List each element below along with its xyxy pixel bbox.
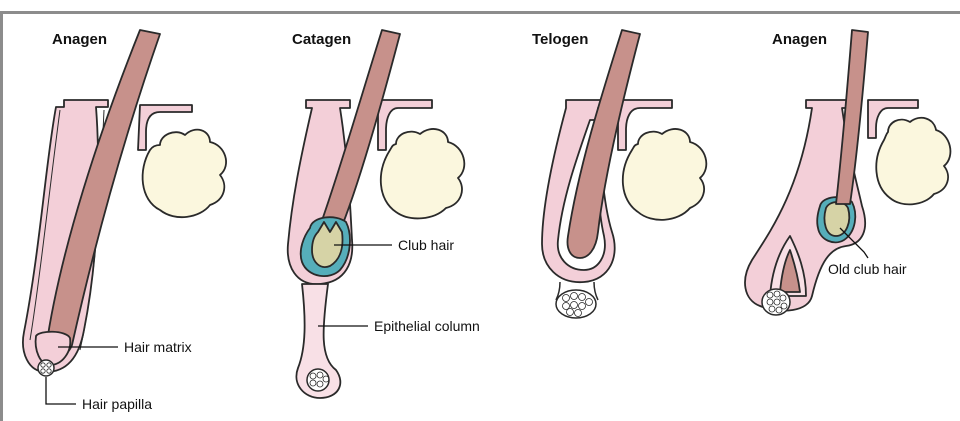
label-hair-matrix: Hair matrix bbox=[124, 339, 192, 355]
label-club-hair: Club hair bbox=[398, 237, 454, 253]
hair-papilla bbox=[38, 360, 54, 376]
stage-title-telogen: Telogen bbox=[532, 31, 588, 48]
stage-title-catagen: Catagen bbox=[292, 31, 351, 48]
leader-hair-papilla bbox=[46, 377, 76, 404]
hair-papilla bbox=[307, 369, 329, 391]
hair-papilla bbox=[556, 290, 596, 318]
old-club-hair bbox=[824, 202, 849, 236]
stage-title-anagen-2: Anagen bbox=[772, 31, 827, 48]
sebaceous-gland bbox=[143, 130, 227, 218]
stage-catagen: Catagen Club hair Epithelial column bbox=[288, 30, 480, 398]
sebaceous-gland bbox=[623, 129, 707, 220]
hair-papilla bbox=[762, 289, 790, 315]
label-hair-papilla: Hair papilla bbox=[82, 396, 152, 412]
stage-telogen: Telogen bbox=[532, 30, 706, 318]
label-epithelial-column: Epithelial column bbox=[374, 318, 480, 334]
sebaceous-gland bbox=[381, 129, 465, 218]
sebaceous-gland bbox=[876, 118, 950, 205]
stage-anagen-1: Anagen Hair matrix Hair papilla bbox=[23, 30, 226, 412]
label-old-club-hair: Old club hair bbox=[828, 261, 907, 277]
stage-title-anagen-1: Anagen bbox=[52, 31, 107, 48]
stage-anagen-2: Anagen Old club hair bbox=[745, 30, 950, 315]
